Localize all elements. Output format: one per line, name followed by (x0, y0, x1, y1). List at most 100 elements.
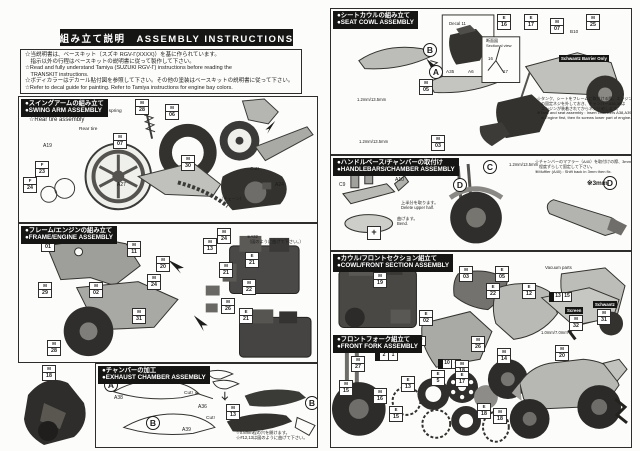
handlebars-illustration (342, 163, 628, 244)
cone-outline (294, 416, 316, 437)
chassis-rear-hub (598, 87, 613, 102)
label-a6: A6 (468, 69, 474, 74)
label-schwantz-barrier: Schwantz Barrier Only (559, 55, 609, 63)
dark-chamber-2 (226, 413, 293, 432)
front-wheel-hub (348, 399, 369, 419)
section-header-en: ●HANDLEBARS/CHAMBER ASSEMBLY (337, 166, 455, 174)
muffler-note: ☆チャンバーのマフラー（A40）を取付けの際、3mm 程度ずらして固定して下さい… (535, 159, 631, 174)
engine-photo-illustration (24, 379, 86, 445)
step-marker-d2: D (603, 176, 617, 190)
page-title: 組み立て説明 ASSEMBLY INSTRUCTIONS (59, 29, 293, 46)
arrow (193, 315, 208, 332)
rear-shock (143, 110, 156, 139)
cowl-front-illustration (331, 259, 628, 443)
note-line: ☆Refer to decal guide for painting. Refe… (25, 84, 233, 91)
section-header-en: ●SWING ARM ASSEMBLY (25, 107, 102, 115)
lower-cowl-part (421, 311, 493, 368)
section-header-en: ●COWL/FRONT SECTION ASSEMBLY (337, 262, 450, 270)
small-chamber-2 (212, 379, 240, 390)
exhaust-callouts: AA37A38Cut!BA36A39Cut!M13B☆0.8mm程の穴を開けます… (96, 364, 317, 447)
section-header-jp: ●カウル/フロントセクション組立て (337, 255, 438, 262)
note-a32: ※A32 （図のように曲げて下さい。） (247, 234, 304, 245)
label-schwantz: Schwantz (593, 301, 617, 309)
drill-note-2: 1.2mm/13.5mm (359, 139, 389, 144)
section-header-jp: ●シートカウルの組み立て (337, 12, 411, 19)
engine-lower (239, 309, 312, 358)
label-16: 16 (488, 56, 493, 61)
tank-photo-dark (496, 94, 550, 139)
frame-engine-illustration (46, 235, 312, 358)
section-header-jp: ●フロントフォーク組立て (337, 336, 411, 343)
label-vacuum-parts: Vacuum parts (545, 265, 572, 270)
label-sectional-view: 断面図 Sectional view (486, 38, 512, 48)
muffler-tip (607, 217, 628, 236)
hub-part (54, 177, 76, 199)
section-exhaust-chamber: ●チャンバーの加工 ●EXHAUST CHAMBER ASSEMBLY AA37… (95, 363, 318, 448)
arrow (265, 120, 276, 134)
note-line: ☆当説明書は、ベースキット（スズキ RGV-Γ(XXXX)）を基に作られています… (25, 52, 220, 58)
complete-motorcycle (509, 358, 628, 439)
drill-note: 1.2mm/13.5mm (509, 162, 539, 167)
step-marker-b: B (423, 43, 437, 57)
engine-photo-wheel (38, 421, 58, 441)
handlebar-base (342, 183, 396, 205)
seat-cowl-note: ☆タンク、シートをフレームに取付ける際、エンジン の固定ネジを外しておき、チャン… (537, 96, 632, 121)
fender-hub (244, 181, 267, 204)
step-marker-c: C (483, 160, 497, 174)
section-cowl-front: ●カウル/フロントセクション組立て ●COWL/FRONT SECTION AS… (330, 251, 632, 448)
down-arrow (221, 391, 229, 401)
drill-note-1: 1.2mm/13.5mm (357, 97, 387, 102)
coil-part (262, 182, 272, 190)
label-a10: A10 (395, 177, 404, 183)
mount-part (205, 285, 220, 296)
chain (177, 180, 229, 208)
exhaust-illustration (112, 369, 316, 437)
drill-note: 1.0mm/7.0mm (541, 330, 568, 335)
label-rear-tire-assembly: ☆Rear tire assembly (29, 117, 85, 123)
section-header-cowl-front: ●カウル/フロントセクション組立て ●COWL/FRONT SECTION AS… (333, 254, 454, 272)
label-b10: B10 (570, 29, 579, 34)
small-chamber-1 (206, 369, 234, 380)
a10-part (393, 175, 410, 192)
sectional-view-lines (487, 46, 505, 73)
brake-disc-dashed-2 (421, 408, 452, 439)
section-header-seat-cowl: ●シートカウルの組み立て ●SEAT COWL ASSEMBLY (333, 11, 418, 29)
label-rear-tire: Rear tire (79, 127, 98, 132)
label-17: 17 (503, 69, 508, 74)
section-header-handlebars: ●ハンドルベース/チャンバーの取付け ●HANDLEBARS/CHAMBER A… (333, 158, 459, 176)
note-line: ☆ボディカラーはデカール貼付図を参照して下さい。その他の塗装はベースキットの説明… (25, 78, 294, 85)
label-cut: Cut! (250, 167, 259, 172)
section-header-swing-arm: ●スイングアームの組み立て ●SWING ARM ASSEMBLY (21, 99, 108, 117)
